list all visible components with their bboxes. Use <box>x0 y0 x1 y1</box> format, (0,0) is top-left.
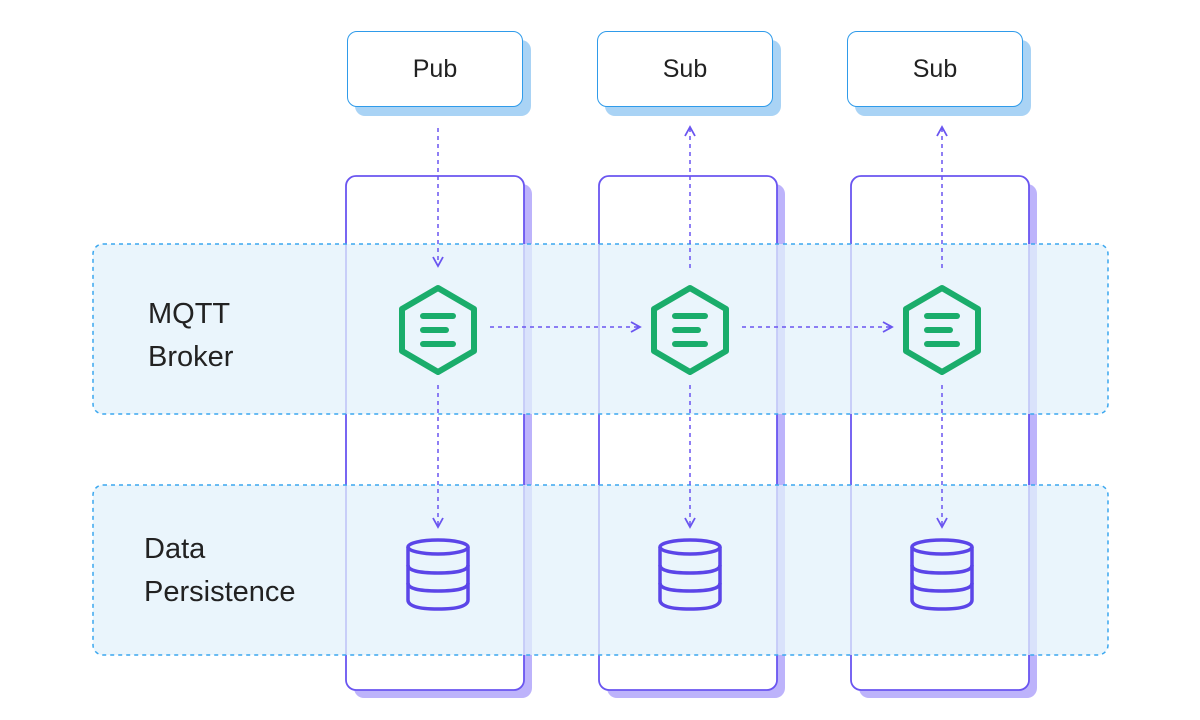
layer-label-line: Persistence <box>144 576 296 608</box>
client-box-sub-1: Sub <box>597 31 781 116</box>
client-label: Sub <box>662 54 708 83</box>
client-box-pub: Pub <box>347 31 531 116</box>
band-data-persistence <box>92 484 1109 656</box>
layer-label-mqtt-broker: MQTT Broker <box>148 293 233 379</box>
client-label: Pub <box>412 54 458 83</box>
layer-label-data-persistence: Data Persistence <box>144 528 296 614</box>
client-box-face: Sub <box>847 31 1023 107</box>
client-box-face: Pub <box>347 31 523 107</box>
band-mqtt-broker <box>92 243 1109 415</box>
layer-label-line: Data <box>144 533 206 565</box>
client-box-sub-2: Sub <box>847 31 1031 116</box>
layer-label-line: MQTT <box>148 298 231 330</box>
client-label: Sub <box>912 54 958 83</box>
arrows <box>432 125 948 529</box>
client-box-face: Sub <box>597 31 773 107</box>
layer-label-line: Broker <box>148 341 234 373</box>
